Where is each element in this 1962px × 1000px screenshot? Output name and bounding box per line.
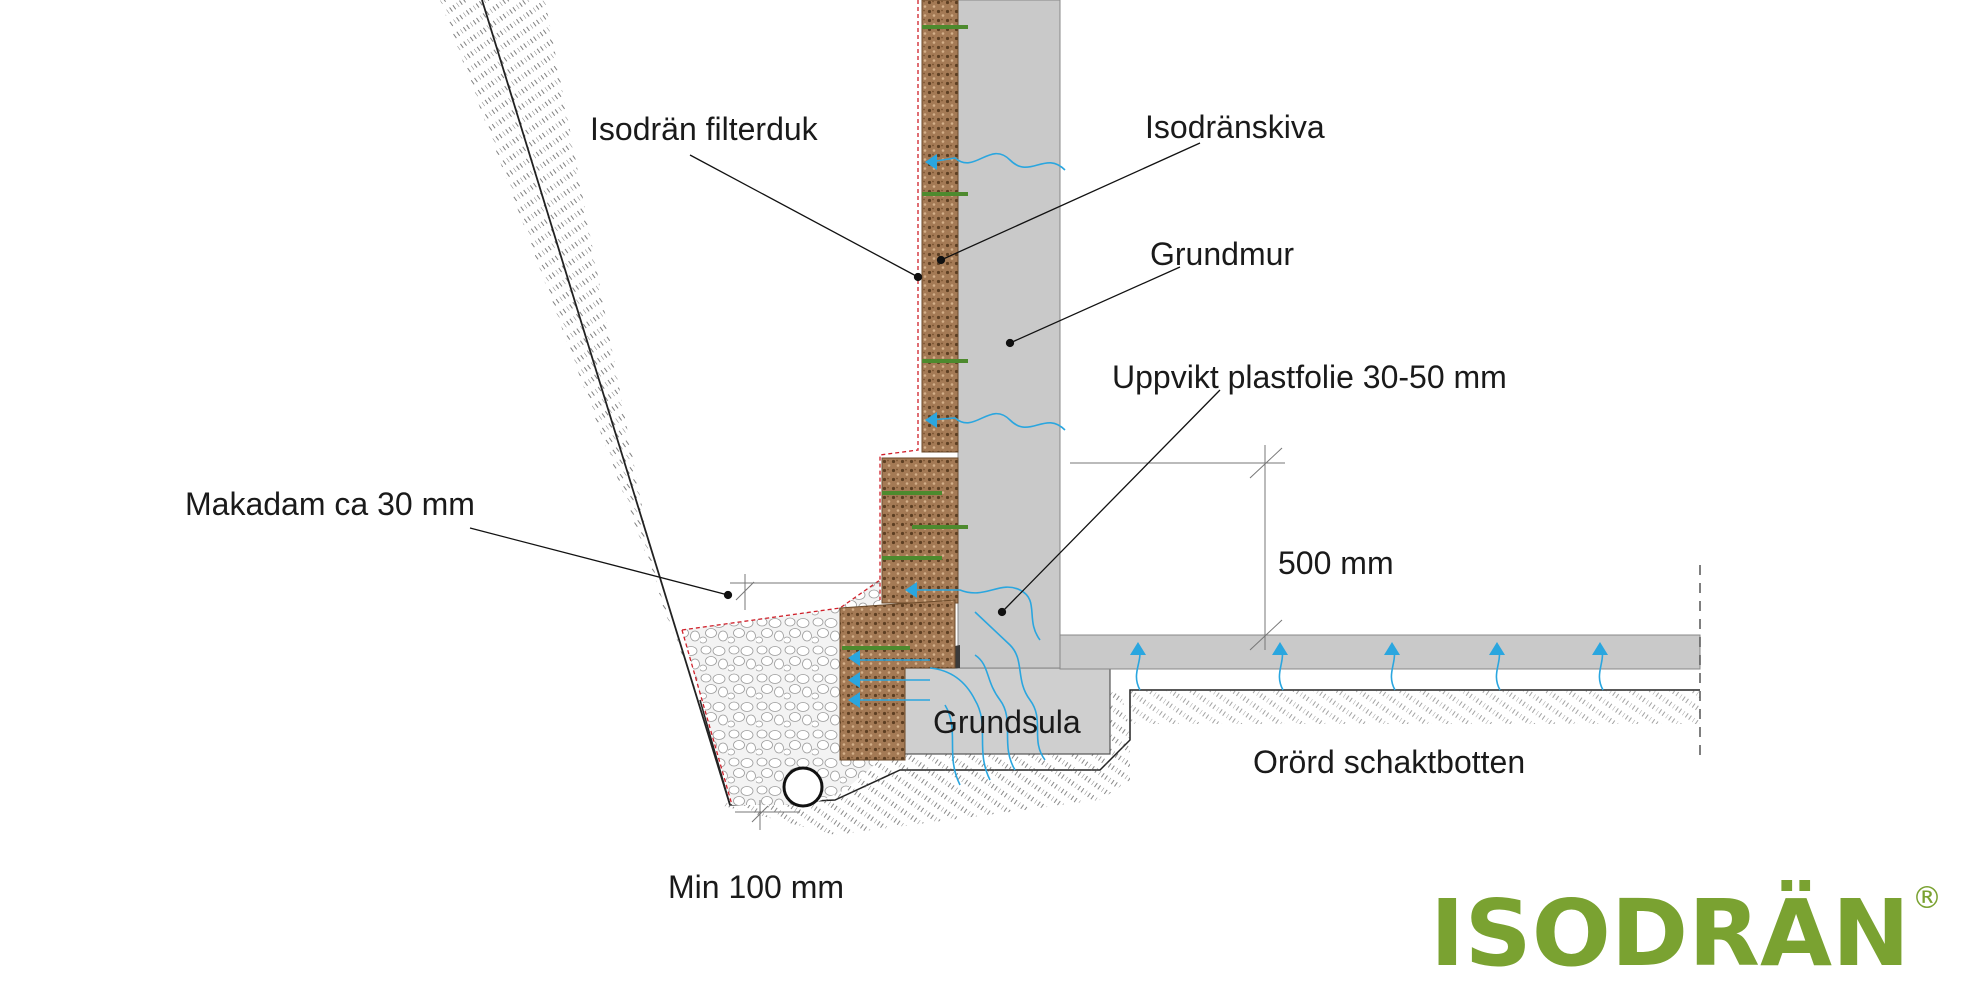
- label-height: 500 mm: [1278, 545, 1394, 581]
- dimension-makadam: [730, 574, 880, 610]
- label-grundsula: Grundsula: [933, 704, 1081, 740]
- dimension-500: [1070, 445, 1285, 651]
- filter-cloth-line: [879, 0, 919, 600]
- label-grundmur: Grundmur: [1150, 236, 1294, 272]
- drainage-boards: [839, 0, 959, 761]
- foundation-wall: [957, 0, 1061, 669]
- label-schaktbotten: Orörd schaktbotten: [1253, 744, 1525, 780]
- label-plastfolie: Uppvikt plastfolie 30-50 mm: [1112, 359, 1507, 395]
- label-filterduk: Isodrän filterduk: [590, 111, 819, 147]
- label-isodranskiva: Isodränskiva: [1145, 109, 1325, 145]
- floor-slab: [1059, 634, 1701, 670]
- registered-mark: ®: [1912, 881, 1942, 916]
- gravel-fill: [681, 579, 881, 806]
- drain-pipe: [782, 766, 824, 808]
- water-flow: [860, 152, 1604, 786]
- label-makadam: Makadam ca 30 mm: [185, 486, 475, 522]
- label-min: Min 100 mm: [668, 869, 844, 905]
- water-arrows: [848, 154, 1608, 708]
- dimension-min: [735, 800, 800, 830]
- board-fasteners: [842, 25, 968, 650]
- leader-lines: [469, 142, 1221, 617]
- isodran-logo: ISODRÄN ®: [1430, 879, 1942, 987]
- logo-text: ISODRÄN: [1430, 879, 1910, 987]
